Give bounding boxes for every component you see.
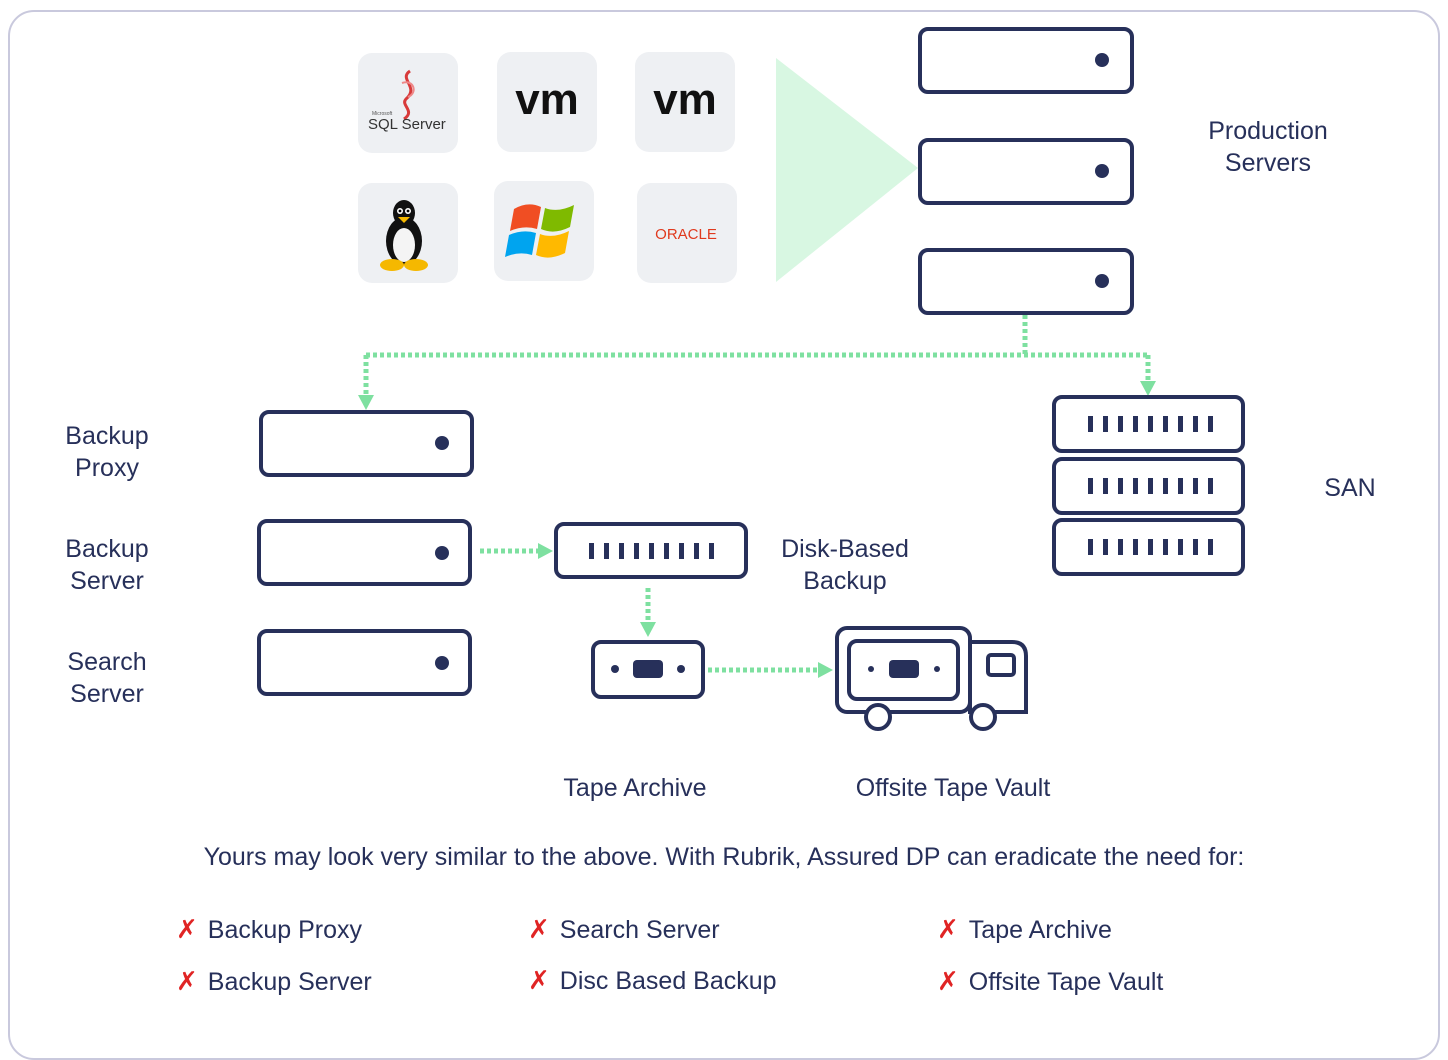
x-mark-icon: ✗ (176, 966, 198, 996)
svg-text:SQL Server: SQL Server (368, 116, 446, 133)
san-storage (1052, 395, 1245, 576)
eradicate-item: ✗Backup Proxy (176, 914, 363, 944)
sql-server-tile: Microsoft SQL Server (358, 53, 458, 153)
connector-arrowheads (358, 381, 1156, 678)
production-server-1 (918, 27, 1134, 94)
search-server (257, 629, 472, 696)
x-mark-icon: ✗ (528, 914, 550, 944)
svg-text:ORACLE: ORACLE (655, 226, 717, 243)
eradicate-item: ✗Tape Archive (937, 914, 1112, 944)
windows-tile (494, 181, 594, 281)
x-mark-icon: ✗ (937, 966, 959, 996)
connector-lines (363, 315, 1151, 673)
summary-caption: Yours may look very similar to the above… (203, 843, 1245, 871)
eradicate-item: ✗Search Server (528, 914, 720, 944)
backup-proxy-server (259, 410, 474, 477)
offsite-tape-vault-label: Offsite Tape Vault (855, 774, 1051, 802)
offsite-tape-vault-truck-icon (835, 626, 1028, 731)
sql-server-icon: Microsoft SQL Server (368, 69, 446, 133)
flow-triangle (776, 58, 918, 282)
vmware-icon: vm (515, 75, 579, 124)
vmware-icon: vm (653, 75, 717, 124)
oracle-tile: ORACLE (637, 183, 737, 283)
san-label: SAN (1324, 474, 1376, 502)
production-server-2 (918, 138, 1134, 205)
x-mark-icon: ✗ (528, 965, 550, 995)
oracle-icon: ORACLE (655, 226, 717, 243)
vmware-tile-2: vm (635, 52, 735, 152)
tape-archive-label: Tape Archive (563, 774, 707, 802)
windows-icon (505, 204, 574, 258)
x-mark-icon: ✗ (176, 914, 198, 944)
production-server-3 (918, 248, 1134, 315)
linux-tux-icon (380, 200, 428, 271)
tape-archive-icon (591, 640, 705, 699)
disk-based-backup-unit (554, 522, 748, 579)
eradicate-item: ✗Disc Based Backup (528, 965, 777, 995)
svg-text:vm: vm (653, 75, 717, 124)
svg-text:Microsoft: Microsoft (372, 111, 393, 117)
backup-server (257, 519, 472, 586)
svg-text:vm: vm (515, 75, 579, 124)
x-mark-icon: ✗ (937, 914, 959, 944)
eradicate-item: ✗Offsite Tape Vault (937, 966, 1164, 996)
eradicate-item: ✗Backup Server (176, 966, 372, 996)
vmware-tile: vm (497, 52, 597, 152)
linux-tile (358, 183, 458, 283)
